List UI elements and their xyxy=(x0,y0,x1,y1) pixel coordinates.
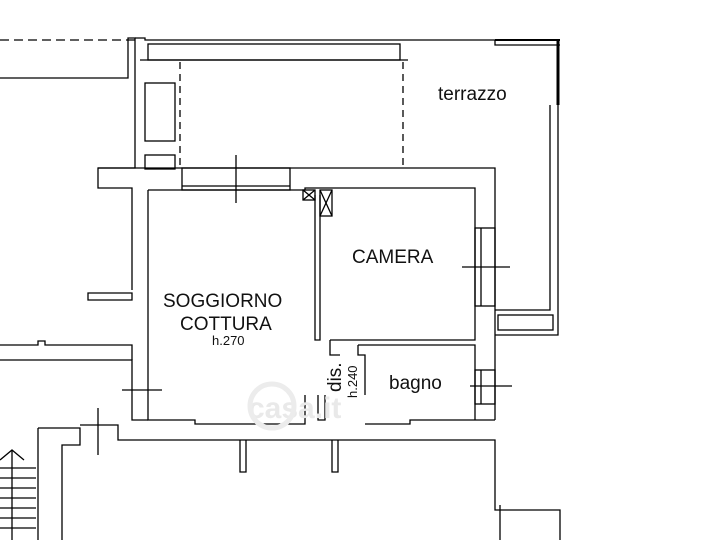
room-label-cottura: COTTURA xyxy=(180,314,272,335)
parapet xyxy=(147,43,401,61)
left-lower-wall xyxy=(0,340,133,360)
terrace-planter xyxy=(497,314,554,331)
bagno-bottom xyxy=(365,419,495,425)
loggia-top xyxy=(135,37,560,46)
dis-wall xyxy=(317,395,326,421)
pillar xyxy=(144,82,176,142)
window-bagno xyxy=(474,369,496,405)
room-label-dis: dis. xyxy=(325,362,346,392)
room-label-bagno: bagno xyxy=(389,373,442,394)
staircase xyxy=(0,449,36,540)
partition xyxy=(314,195,321,341)
bagno-left xyxy=(357,345,366,395)
shaft-2 xyxy=(319,189,333,217)
lower-wall xyxy=(80,424,561,540)
watermark-logo-icon xyxy=(247,381,297,431)
soggiorno-wall xyxy=(147,190,306,425)
shaft-1 xyxy=(302,189,316,201)
pillar-small xyxy=(144,154,176,170)
terrace-inner xyxy=(495,105,551,311)
room-label-camera: CAMERA xyxy=(352,247,434,268)
left-stub xyxy=(87,292,133,301)
room-label-soggiorno: SOGGIORNO xyxy=(163,291,282,312)
room-height-soggiorno: h.270 xyxy=(212,333,245,348)
room-height-dis: h.240 xyxy=(345,365,360,398)
terrace-outer xyxy=(495,105,559,336)
left-wall xyxy=(0,37,136,290)
room-label-terrazzo: terrazzo xyxy=(438,84,507,105)
